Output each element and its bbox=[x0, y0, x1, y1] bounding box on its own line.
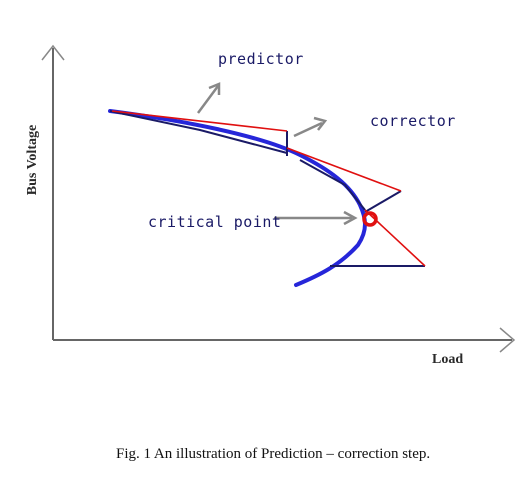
predictor-step-1 bbox=[111, 110, 288, 132]
corrector-step-1 bbox=[109, 110, 288, 154]
annotation-arrows bbox=[196, 82, 358, 226]
corrector-segments bbox=[109, 110, 425, 267]
predictor-step-3 bbox=[364, 209, 426, 267]
critical-point-marker bbox=[362, 211, 378, 227]
x-axis-label: Load bbox=[432, 352, 464, 367]
pv-curve bbox=[108, 109, 367, 287]
predictor-arrow-head bbox=[208, 82, 221, 95]
axes bbox=[41, 44, 516, 353]
corrector-label: corrector bbox=[370, 112, 456, 130]
corrector-arrow-shaft bbox=[293, 121, 323, 138]
critical-arrow-head bbox=[343, 210, 358, 226]
predictor-step-2 bbox=[286, 147, 402, 192]
critical-point-label: critical point bbox=[148, 213, 282, 231]
figure-caption: Fig. 1 An illustration of Prediction – c… bbox=[116, 446, 431, 462]
corrector-step-2 bbox=[299, 159, 366, 211]
x-axis-arrowhead bbox=[499, 327, 516, 353]
y-axis-label: Bus Voltage bbox=[25, 124, 40, 196]
predictor-arrow-shaft bbox=[196, 85, 220, 114]
predictor-lines bbox=[111, 110, 426, 267]
corrector-return-2 bbox=[364, 190, 402, 213]
y-axis-arrowhead bbox=[41, 44, 65, 61]
predictor-label: predictor bbox=[218, 50, 304, 68]
corrector-arrow-head bbox=[313, 116, 328, 131]
